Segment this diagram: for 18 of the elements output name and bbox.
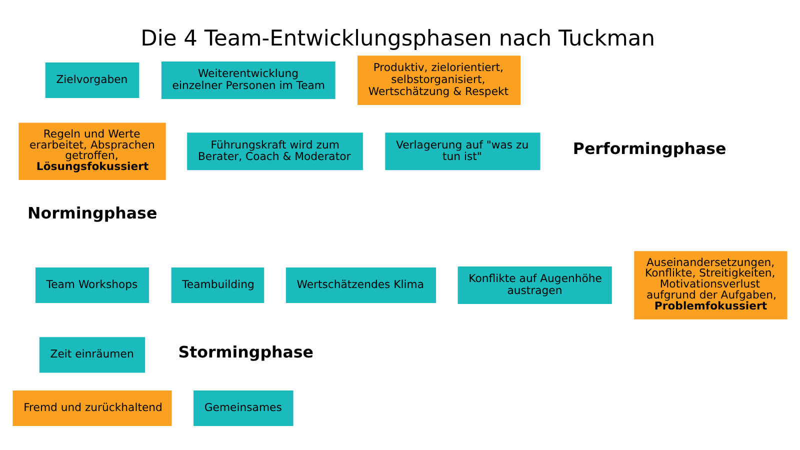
label: Stormingphase bbox=[178, 342, 314, 362]
node-box: Konflikte auf Augenhöhe austragen bbox=[458, 266, 612, 304]
node-box: Produktiv, zielorientiert, selbstorganisiert, Wertschätzung & Respekt bbox=[358, 56, 521, 105]
node-box: Fremd und zurückhaltend bbox=[12, 390, 172, 426]
node-box: Führungskraft wird zum Berater, Coach & Moderator bbox=[187, 132, 363, 170]
label: Normingphase bbox=[28, 203, 158, 222]
node-box: Zeit einräumen bbox=[39, 337, 146, 373]
node-box: Team Workshops bbox=[35, 267, 150, 304]
node-box: Verlagerung auf "was zu tun ist" bbox=[385, 132, 540, 170]
node-box: Gemeinsames bbox=[194, 390, 294, 426]
node-box: Auseinandersetzungen, Konflikte, Streitigkeiten, Motivationsverlust aufgrund der Aufgaben, Problemfokussiert bbox=[634, 251, 788, 320]
node-box: Weiterentwicklung einzelner Personen im Team bbox=[161, 62, 336, 100]
label: Performingphase bbox=[572, 139, 726, 158]
node-box: Teambuilding bbox=[171, 267, 264, 304]
node-box: Regeln und Werte erarbeitet, Absprachen getroffen, Lösungsfokussiert bbox=[18, 122, 166, 180]
node-box: Zielvorgaben bbox=[45, 62, 140, 98]
node-box: Wertschätzendes Klima bbox=[286, 267, 436, 304]
diagram-title: Die 4 Team-Entwicklungsphasen nach Tuckman bbox=[140, 26, 656, 52]
